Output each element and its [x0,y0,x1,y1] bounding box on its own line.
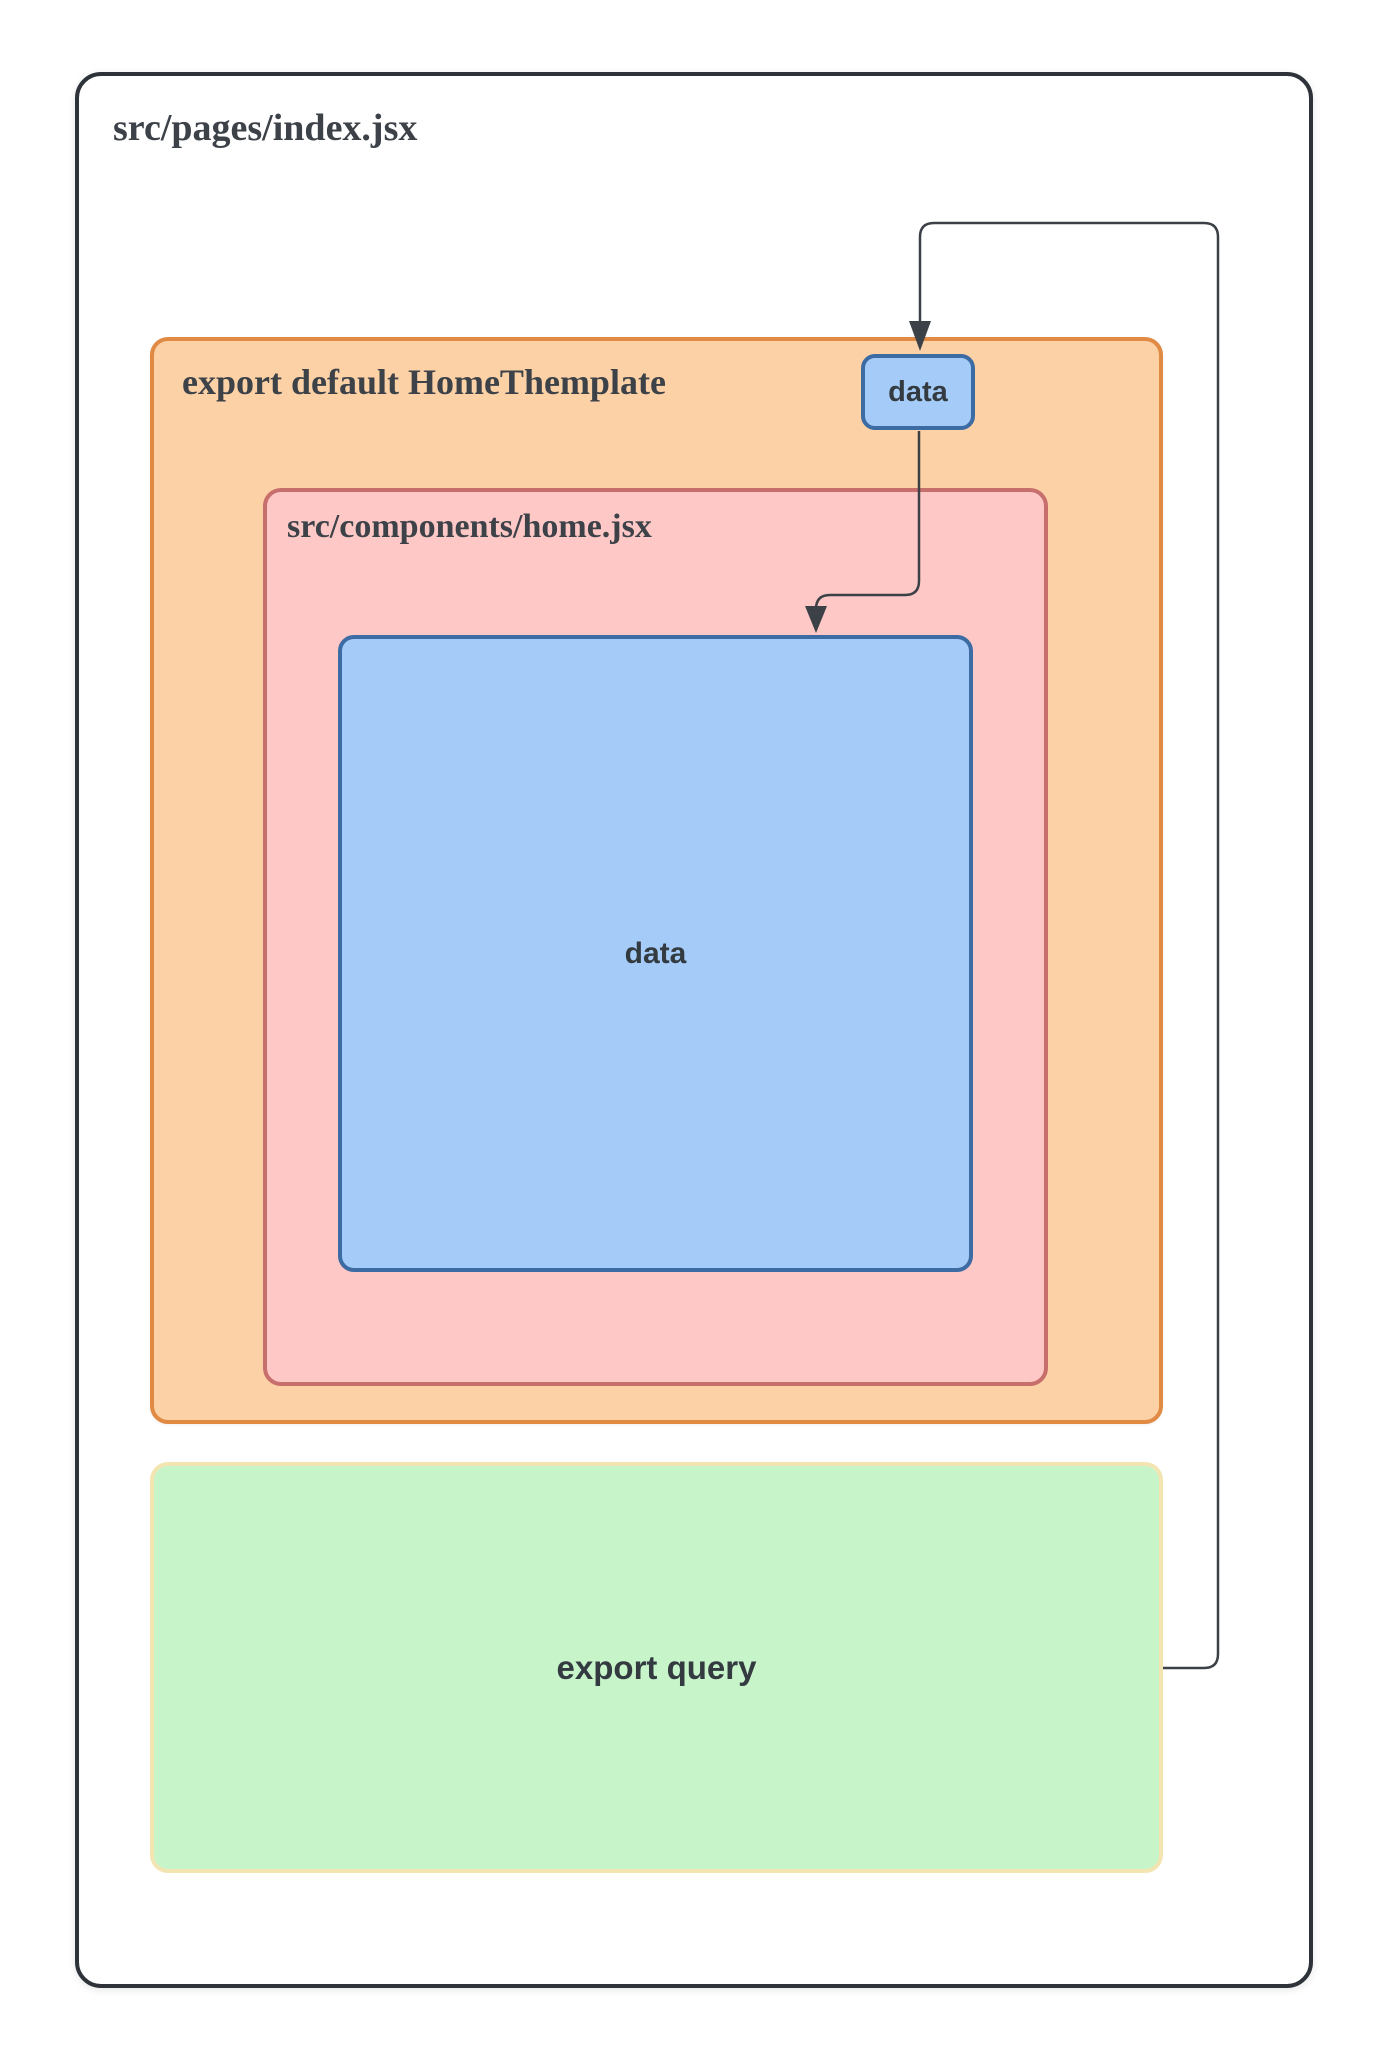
home-component-container: src/components/home.jsx data [263,488,1048,1386]
index-jsx-container: src/pages/index.jsx export default HomeT… [75,72,1313,1988]
home-template-container: export default HomeThemplate data src/co… [150,337,1163,1424]
data-block-label: data [624,936,687,970]
data-block: data [338,635,973,1272]
home-template-title: export default HomeThemplate [182,362,666,402]
export-query-block: export query [150,1462,1163,1873]
data-prop-chip-label: data [888,375,948,408]
export-query-label: export query [556,1648,757,1686]
index-jsx-title: src/pages/index.jsx [113,107,418,149]
home-component-title: src/components/home.jsx [287,508,652,545]
data-prop-chip: data [861,354,975,430]
